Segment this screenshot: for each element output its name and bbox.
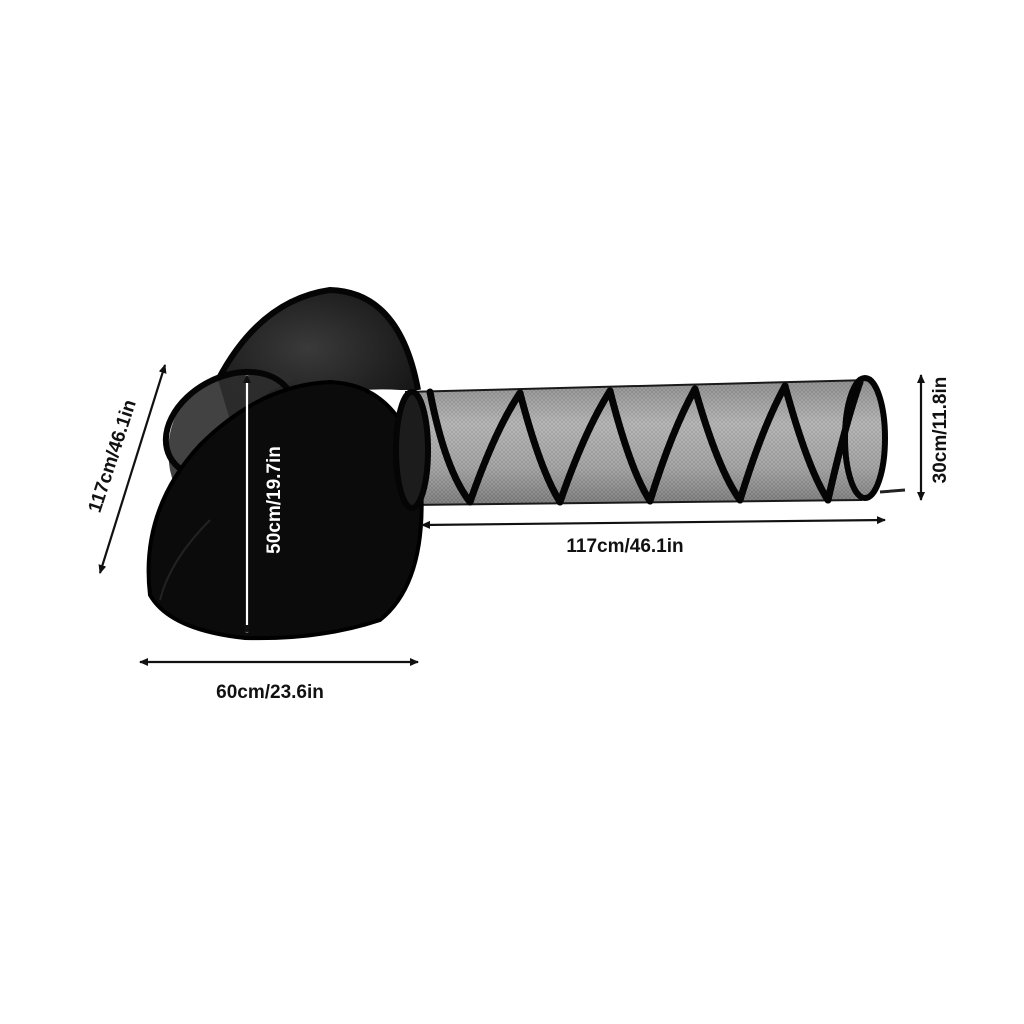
tunnel-entry-ring — [393, 389, 431, 511]
tunnel-length-label: 117cm/46.1in — [566, 536, 683, 557]
diagonal-label: 117cm/46.1in — [85, 397, 141, 515]
pop-up-tent — [146, 286, 431, 641]
tunnel-diameter-label: 30cm/11.8in — [930, 377, 951, 484]
mesh-tunnel — [404, 375, 906, 506]
diagonal-arrow — [98, 364, 167, 574]
tunnel-length-arrow — [421, 516, 886, 529]
width-label: 60cm/23.6in — [216, 682, 324, 703]
tunnel-end-ring — [842, 375, 888, 501]
tunnel-spiral-frame — [426, 378, 864, 506]
height-label: 50cm/19.7in — [264, 446, 285, 554]
dimension-arrows — [98, 364, 925, 666]
